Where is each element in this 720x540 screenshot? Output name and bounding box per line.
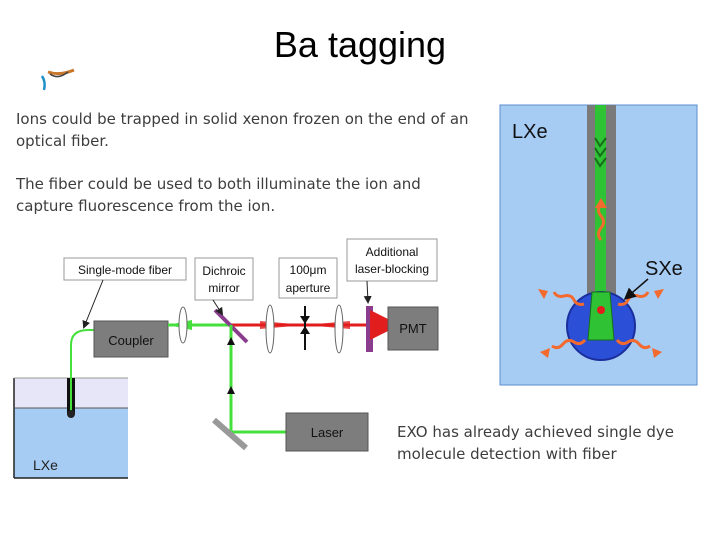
caption-exo-detection: EXO has already achieved single dye mole… [397,423,674,463]
pmt-box [387,306,439,351]
inset-lxe-label: LXe [512,121,548,143]
paragraph-ion-trapping: Ions could be trapped in solid xenon fro… [16,110,469,150]
blocking-label-2: laser-blocking [355,262,429,276]
optical-fiber [67,329,94,418]
laser-blocking-filter [366,306,373,352]
inset-sxe-label: SXe [645,258,683,280]
aperture-label-1: 100μm [290,263,327,277]
lens-1 [265,304,275,354]
fluorescence-photons [551,203,651,350]
aperture-label-2: aperture [286,281,331,295]
dichroic-label-1: Dichroic [202,264,245,278]
inset-fiber-tip [587,291,615,341]
aperture-bottom [300,326,310,334]
ion-dot [597,306,605,314]
callout-aperture [278,257,338,299]
lxe-label: LXe [33,457,58,473]
slide-title: Ba tagging [273,24,447,65]
coupler-box [93,320,169,358]
lens-2 [334,304,344,354]
laser-label: Laser [311,425,344,440]
callout-single-mode-fiber [63,257,187,281]
photon-arrowheads [538,198,664,358]
callout-laser-blocking [346,238,438,282]
logo-icon [38,62,80,92]
aperture-top [300,316,310,324]
blocking-label-1: Additional [366,245,419,259]
callout-dichroic-mirror [194,257,254,301]
coupler-label: Coupler [108,333,154,348]
laser-box [285,412,369,452]
pmt-label: PMT [399,321,427,336]
paragraph-fiber-use: The fiber could be used to both illumina… [16,175,421,215]
dichroic-label-2: mirror [208,281,239,295]
single-mode-fiber-label: Single-mode fiber [78,263,172,277]
steering-mirror [212,417,248,451]
coupler-lens [178,306,188,344]
